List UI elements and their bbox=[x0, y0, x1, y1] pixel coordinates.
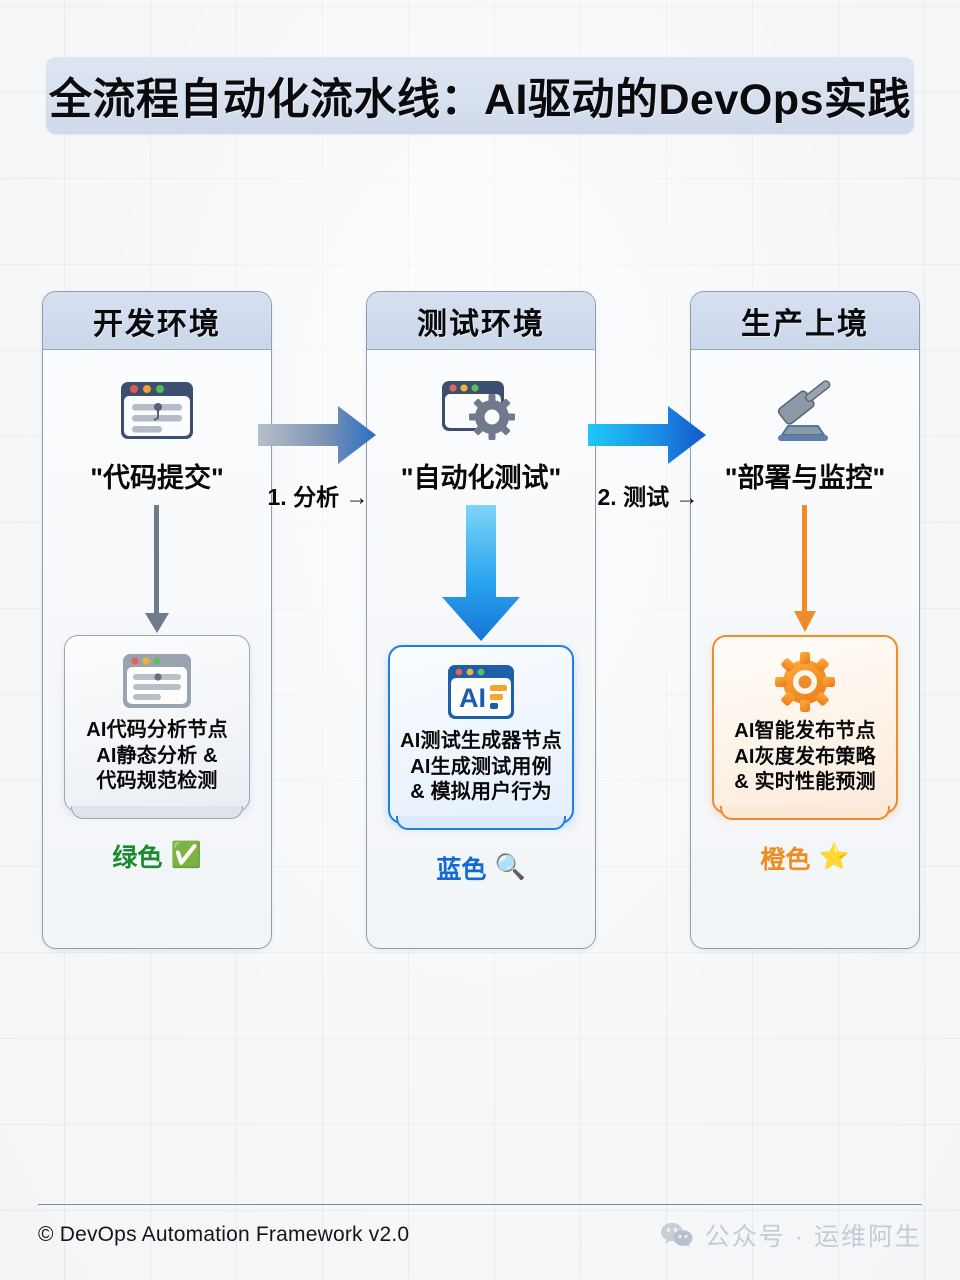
column-dev[interactable]: 开发环境 "代码提交" bbox=[42, 291, 272, 949]
browser-gear-icon bbox=[440, 378, 522, 444]
column-prod-header-label: 生产上境 bbox=[741, 307, 869, 341]
gavel-icon bbox=[762, 378, 848, 444]
status-badge-prod: 橙色 ⭐ bbox=[760, 840, 849, 876]
node-prod-lines: AI智能发布节点 AI灰度发布策略 & 实时性能预测 bbox=[734, 719, 876, 796]
column-test-header: 测试环境 bbox=[367, 292, 595, 350]
column-dev-down-arrow bbox=[43, 505, 271, 635]
node-dev-line-3: 代码规范检测 bbox=[96, 770, 218, 793]
pipeline-columns: 开发环境 "代码提交" bbox=[42, 291, 920, 949]
status-badge-test: 蓝色 🔍 bbox=[436, 850, 525, 886]
node-dev-lines: AI代码分析节点 AI静态分析 & 代码规范检测 bbox=[86, 718, 228, 795]
footer-account-label: 公众号 · 运维阿生 bbox=[704, 1222, 922, 1251]
page-title: 全流程自动化流水线：AI驱动的DevOps实践 bbox=[48, 75, 911, 124]
status-badge-prod-label: 橙色 bbox=[760, 845, 811, 874]
node-prod-line-2: AI灰度发布策略 bbox=[734, 745, 876, 768]
browser-ai-icon: AI bbox=[446, 661, 516, 723]
orange-gear-icon bbox=[770, 651, 840, 713]
column-prod-top-label: "部署与监控" bbox=[724, 463, 886, 493]
node-dev-line-1: AI代码分析节点 bbox=[86, 719, 228, 741]
browser-code-node-icon bbox=[121, 650, 193, 712]
column-dev-header-label: 开发环境 bbox=[93, 307, 221, 341]
footer-copyright: © DevOps Automation Framework v2.0 bbox=[38, 1222, 410, 1246]
column-test-header-label: 测试环境 bbox=[417, 307, 545, 341]
column-test[interactable]: 测试环境 bbox=[366, 291, 596, 949]
node-dev-line-2: AI静态分析 & bbox=[96, 744, 218, 767]
status-badge-dev-label: 绿色 bbox=[112, 843, 163, 872]
column-dev-top-label: "代码提交" bbox=[90, 463, 224, 493]
node-test-line-1: AI测试生成器节点 bbox=[400, 730, 562, 752]
column-prod[interactable]: 生产上境 "部署与监控" bbox=[690, 291, 920, 949]
column-dev-header: 开发环境 bbox=[43, 292, 271, 350]
wechat-icon bbox=[660, 1222, 694, 1248]
column-test-down-arrow bbox=[367, 505, 595, 645]
status-badge-test-label: 蓝色 bbox=[436, 855, 487, 884]
browser-code-icon bbox=[118, 378, 196, 444]
connector-test: 2. 测试 → bbox=[588, 404, 708, 534]
magnifier-icon: 🔍 bbox=[494, 853, 526, 882]
node-test-lines: AI测试生成器节点 AI生成测试用例 & 模拟用户行为 bbox=[400, 729, 562, 806]
connector-test-label: 2. 测试 → bbox=[597, 484, 699, 510]
status-badge-dev: 绿色 ✅ bbox=[112, 838, 201, 874]
node-test-line-3: & 模拟用户行为 bbox=[410, 781, 552, 804]
node-card-prod[interactable]: AI智能发布节点 AI灰度发布策略 & 实时性能预测 bbox=[712, 635, 898, 820]
node-prod-line-3: & 实时性能预测 bbox=[734, 771, 876, 794]
connector-analysis: 1. 分析 → bbox=[258, 404, 378, 534]
column-prod-down-arrow bbox=[691, 505, 919, 635]
svg-text:AI: AI bbox=[459, 683, 486, 713]
node-prod-line-1: AI智能发布节点 bbox=[734, 720, 876, 742]
star-icon: ⭐ bbox=[818, 843, 850, 872]
footer: © DevOps Automation Framework v2.0 公众号 ·… bbox=[38, 1204, 922, 1258]
node-test-line-2: AI生成测试用例 bbox=[410, 755, 552, 778]
footer-account: 公众号 · 运维阿生 bbox=[660, 1217, 922, 1253]
page-title-bar: 全流程自动化流水线：AI驱动的DevOps实践 bbox=[46, 57, 914, 134]
column-prod-header: 生产上境 bbox=[691, 292, 919, 350]
column-test-top-label: "自动化测试" bbox=[400, 463, 562, 493]
node-card-test[interactable]: AI AI测试生成器节点 AI生成测试用例 & 模拟用户行为 bbox=[388, 645, 574, 830]
node-card-dev[interactable]: AI代码分析节点 AI静态分析 & 代码规范检测 bbox=[64, 635, 250, 819]
connector-analysis-label: 1. 分析 → bbox=[267, 484, 369, 510]
green-check-icon: ✅ bbox=[170, 841, 202, 870]
